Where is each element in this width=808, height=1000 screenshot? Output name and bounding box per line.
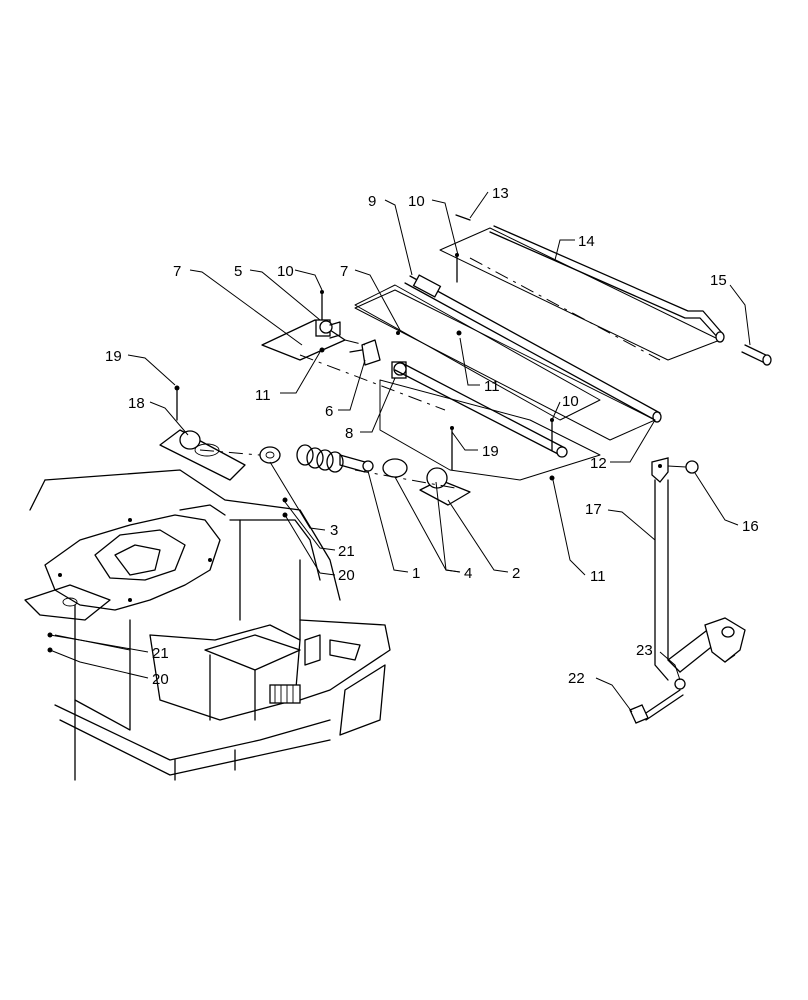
- callout-13: 13: [492, 185, 509, 202]
- callout-11: 11: [484, 378, 500, 395]
- lever-assembly: [629, 457, 746, 724]
- rod-assembly: [261, 284, 601, 481]
- callout-numbers: 13 9 10 14 15 7 5 10 7 19 11 11 10 18 6 …: [105, 185, 759, 688]
- callout-7: 7: [173, 263, 181, 280]
- callout-16: 16: [742, 518, 759, 535]
- housing-assembly: [24, 469, 391, 781]
- callout-22: 22: [568, 670, 585, 687]
- callout-3: 3: [330, 522, 338, 539]
- callout-11: 11: [590, 568, 606, 585]
- callout-10: 10: [408, 193, 425, 210]
- callout-4: 4: [464, 565, 472, 582]
- callout-19: 19: [105, 348, 122, 365]
- callout-11: 11: [255, 387, 271, 404]
- callout-2: 2: [512, 565, 520, 582]
- callout-10: 10: [562, 393, 579, 410]
- callout-19: 19: [482, 443, 499, 460]
- callout-6: 6: [325, 403, 333, 420]
- callout-1: 1: [412, 565, 420, 582]
- callout-7: 7: [340, 263, 348, 280]
- callout-17: 17: [585, 501, 602, 518]
- callout-8: 8: [345, 425, 353, 442]
- callout-20: 20: [152, 671, 169, 688]
- callout-12: 12: [590, 455, 607, 472]
- callout-10: 10: [277, 263, 294, 280]
- callout-21: 21: [152, 645, 169, 662]
- callout-9: 9: [368, 193, 376, 210]
- callout-21: 21: [338, 543, 355, 560]
- shaft-assembly: [159, 385, 471, 518]
- callout-14: 14: [578, 233, 595, 250]
- callout-15: 15: [710, 272, 727, 289]
- callout-5: 5: [234, 263, 242, 280]
- callout-18: 18: [128, 395, 145, 412]
- spring: [296, 444, 344, 473]
- callout-20: 20: [338, 567, 355, 584]
- leader-lines: [47, 191, 751, 713]
- callout-23: 23: [636, 642, 653, 659]
